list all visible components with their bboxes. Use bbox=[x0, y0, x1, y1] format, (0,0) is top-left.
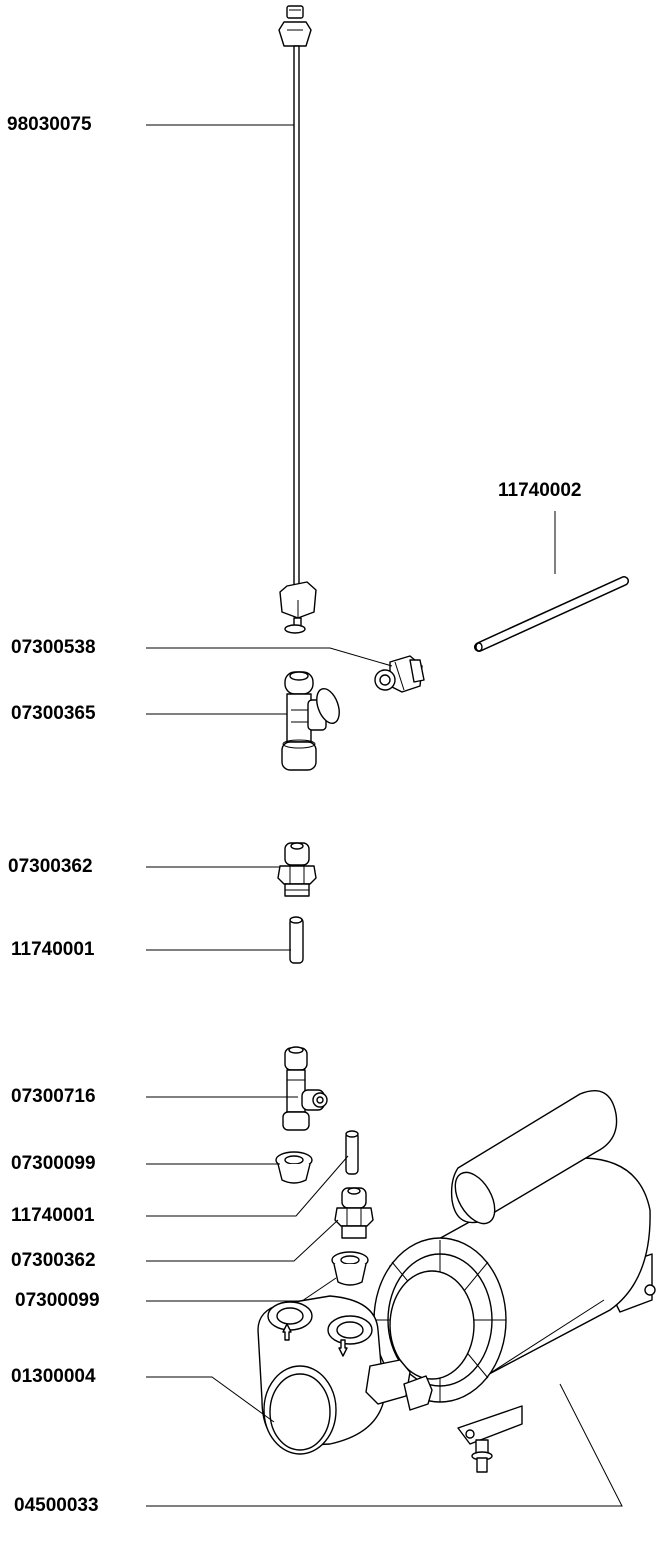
part-98030075-drawing bbox=[278, 5, 317, 634]
callout-07300365: 07300365 bbox=[11, 703, 96, 724]
part-11740001-upper-drawing bbox=[289, 916, 304, 964]
callout-98030075: 98030075 bbox=[7, 114, 92, 135]
leader-01300004 bbox=[146, 1376, 275, 1423]
leader-07300362-lower bbox=[146, 1219, 339, 1262]
leader-07300099-lower bbox=[146, 1277, 337, 1302]
callout-07300099-upper: 07300099 bbox=[11, 1153, 96, 1174]
leader-lines bbox=[146, 124, 623, 1507]
callout-07300362-lower: 07300362 bbox=[11, 1250, 96, 1271]
part-07300362-lower-drawing bbox=[334, 1187, 374, 1239]
callout-01300004: 01300004 bbox=[11, 1366, 96, 1387]
callout-04500033: 04500033 bbox=[14, 1495, 99, 1516]
callout-11740002: 11740002 bbox=[498, 480, 582, 501]
part-07300099-lower-drawing bbox=[331, 1251, 369, 1286]
part-07300538-drawing bbox=[374, 655, 425, 693]
part-07300365-drawing bbox=[281, 671, 340, 771]
part-01300004-drawing bbox=[257, 1295, 433, 1455]
leader-07300538 bbox=[146, 647, 393, 667]
callout-07300099-lower: 07300099 bbox=[15, 1290, 100, 1311]
part-07300099-upper-drawing bbox=[275, 1151, 313, 1184]
callout-07300716: 07300716 bbox=[11, 1086, 96, 1107]
part-11740002-drawing bbox=[474, 576, 629, 652]
part-04500033-drawing bbox=[373, 1090, 656, 1473]
part-11740001-lower-drawing bbox=[345, 1130, 359, 1175]
callout-07300362-upper: 07300362 bbox=[8, 856, 93, 877]
callout-11740001-upper: 11740001 bbox=[11, 939, 95, 960]
leader-11740001-lower bbox=[146, 1155, 349, 1217]
callout-11740001-lower: 11740001 bbox=[11, 1205, 95, 1226]
leader-04500033 bbox=[146, 1383, 623, 1507]
part-07300362-upper-drawing bbox=[277, 842, 317, 897]
callout-07300538: 07300538 bbox=[11, 637, 96, 658]
part-07300716-drawing bbox=[282, 1046, 328, 1131]
